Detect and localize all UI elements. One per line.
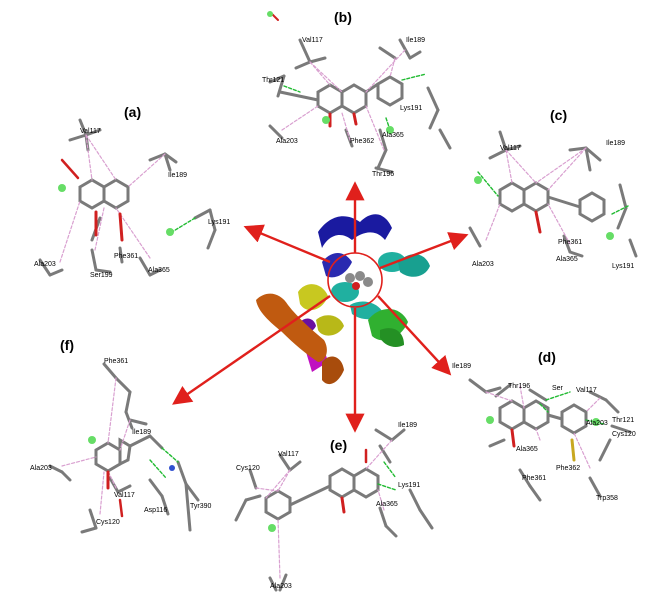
panel-b-res-2: Thr121 <box>262 77 284 84</box>
panel-a-res-2: Lys191 <box>208 219 230 226</box>
panel-d-res-3: Val117 <box>576 387 597 394</box>
arrow-to-a <box>243 224 331 264</box>
panel-e-res-5: Ala203 <box>270 583 292 590</box>
panel-c-res-3: Ala203 <box>472 261 494 268</box>
panel-e-res-2: Val117 <box>278 451 299 458</box>
panel-f-res-2: Ala203 <box>30 465 52 472</box>
panel-b-letter: (b) <box>334 9 352 25</box>
arrow-to-c <box>379 232 469 270</box>
panel-b-structure <box>267 11 452 174</box>
panel-a-res-6: Ala365 <box>148 267 170 274</box>
panel-f-structure <box>48 362 200 534</box>
panel-e-structure <box>234 428 434 592</box>
panel-e-res-3: Lys191 <box>398 482 420 489</box>
panel-f-res-0: Phe361 <box>104 358 128 365</box>
panel-d-res-7: Ala365 <box>516 446 538 453</box>
helix-orange-2 <box>322 356 344 385</box>
panel-f-res-1: Ile189 <box>132 429 151 436</box>
panel-b-res-7: Thr196 <box>372 171 394 178</box>
panel-c-letter: (c) <box>550 107 567 123</box>
panel-a-letter: (a) <box>124 104 141 120</box>
panel-e-res-1: Cys120 <box>236 465 260 472</box>
panel-f-res-3: Val117 <box>114 492 135 499</box>
panel-d-structure <box>468 378 632 502</box>
panel-d-res-0: Ile189 <box>452 363 471 370</box>
panel-c-res-0: Val117 <box>500 145 521 152</box>
panel-d-res-5: Ala203 <box>586 420 608 427</box>
panel-c-res-2: Phe361 <box>558 239 582 246</box>
panel-e-letter: (e) <box>330 437 347 453</box>
panel-a-res-4: Ser199 <box>90 272 113 279</box>
helix-yellow <box>298 284 328 311</box>
arrows <box>172 181 469 433</box>
panel-b-res-3: Lys191 <box>400 105 422 112</box>
panel-b-res-6: Ala365 <box>382 132 404 139</box>
panel-c-res-5: Lys191 <box>612 263 634 270</box>
helix-green-2 <box>380 328 404 348</box>
bound-ligand <box>345 271 373 290</box>
panel-a-structure <box>38 118 217 277</box>
panel-b-res-1: Ile189 <box>406 37 425 44</box>
protein-ribbon <box>256 214 430 385</box>
panel-a-res-3: Ala203 <box>34 261 56 268</box>
panel-d-letter: (d) <box>538 349 556 365</box>
panel-f-letter: (f) <box>60 337 74 353</box>
panel-f-res-5: Tyr390 <box>190 503 212 510</box>
helix-cyan-1 <box>331 282 359 302</box>
panel-e-res-4: Ala365 <box>376 501 398 508</box>
panel-d-res-6: Cys120 <box>612 431 636 438</box>
helix-cyan-3 <box>398 254 430 277</box>
panel-b-res-5: Phe362 <box>350 138 374 145</box>
panel-b-res-0: Val117 <box>302 37 323 44</box>
panel-c-res-4: Ala365 <box>556 256 578 263</box>
panel-d-res-2: Ser <box>552 385 564 392</box>
panel-b-res-4: Ala203 <box>276 138 298 145</box>
panel-c-structure <box>468 130 638 258</box>
panel-d-res-10: Trp358 <box>596 495 618 502</box>
panel-a-res-5: Phe361 <box>114 253 138 260</box>
helix-orange <box>256 293 327 362</box>
panel-a-res-1: Ile189 <box>168 172 187 179</box>
panel-d-res-8: Phe362 <box>556 465 580 472</box>
helix-yellow-2 <box>316 315 344 336</box>
arrow-to-d <box>377 295 452 376</box>
panel-d-res-1: Thr196 <box>508 383 530 390</box>
panel-d-res-9: Phe361 <box>522 475 546 482</box>
panel-c-res-1: Ile189 <box>606 140 625 147</box>
panel-a-res-0: Val117 <box>80 128 101 135</box>
arrow-to-f <box>172 295 331 405</box>
panel-e-res-0: Ile189 <box>398 422 417 429</box>
panel-f-res-4: Asp116 <box>144 507 167 514</box>
panel-f-res-6: Cys120 <box>96 519 120 526</box>
panel-d-res-4: Thr121 <box>612 417 634 424</box>
